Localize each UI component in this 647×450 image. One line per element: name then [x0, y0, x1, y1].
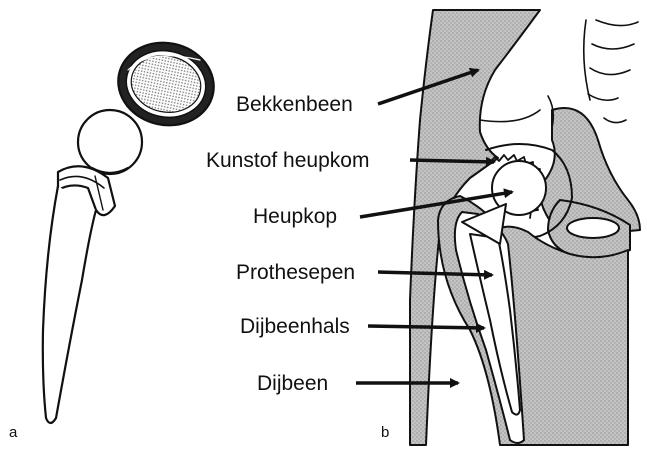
- label-prothesepen: Prothesepen: [236, 262, 355, 283]
- label-bekkenbeen: Bekkenbeen: [236, 94, 353, 115]
- arrow-kunstof-heupkom: [410, 160, 494, 162]
- label-heupkop: Heupkop: [253, 206, 337, 227]
- label-kunstof-heupkom: Kunstof heupkom: [206, 150, 369, 171]
- prosthesis-stem-shape: [43, 186, 96, 423]
- arrow-dijbeenhals: [368, 326, 484, 328]
- panel-a-drawing: [43, 34, 222, 423]
- label-dijbeenhals: Dijbeenhals: [240, 316, 350, 337]
- panel-letter-b: b: [381, 425, 389, 440]
- label-dijbeen: Dijbeen: [257, 373, 328, 394]
- panel-b-drawing: [410, 10, 640, 445]
- panel-letter-a: a: [9, 425, 17, 440]
- femoral-head-ball: [78, 110, 142, 174]
